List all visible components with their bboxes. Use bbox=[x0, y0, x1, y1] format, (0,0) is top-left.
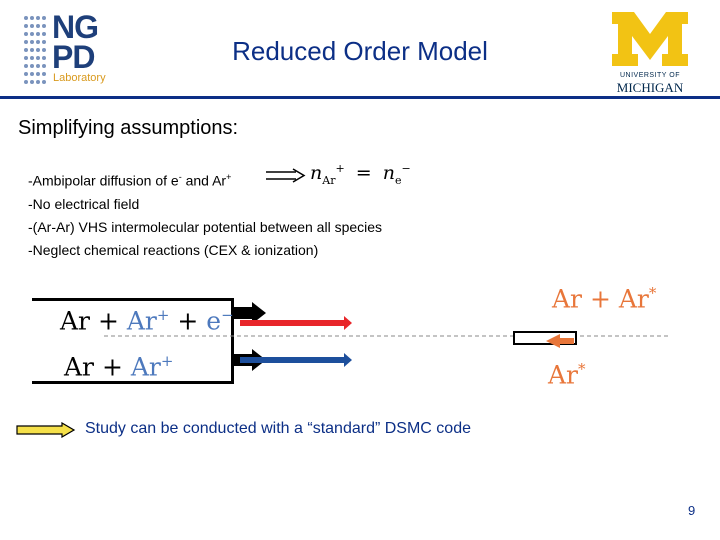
species-equation-ion-electron: Ar + Ar+ + e− bbox=[60, 306, 234, 336]
assumption-item: -No electrical field bbox=[28, 195, 140, 212]
dot-grid-icon bbox=[24, 16, 46, 84]
red-arrow-icon bbox=[240, 316, 352, 330]
blue-arrow-icon bbox=[240, 353, 352, 367]
logo-pd: PD bbox=[52, 39, 95, 75]
species-excited: Ar* bbox=[548, 360, 586, 390]
page-number: 9 bbox=[688, 503, 696, 518]
ngpd-logo: NG PD Laboratory bbox=[22, 9, 118, 90]
header-divider bbox=[0, 96, 720, 99]
page-title: Reduced Order Model bbox=[232, 36, 488, 66]
assumption-item: -(Ar-Ar) VHS intermolecular potential be… bbox=[28, 218, 383, 235]
density-equation: nAr+ = ne− bbox=[310, 162, 411, 187]
block-m-icon bbox=[612, 12, 688, 66]
species-equation-ion: Ar + Ar+ bbox=[64, 352, 174, 382]
black-arrow-icon bbox=[234, 302, 266, 324]
conclusion-text: Study can be conducted with a “standard”… bbox=[85, 420, 471, 437]
assumption-item: -Neglect chemical reactions (CEX & ioniz… bbox=[28, 241, 319, 258]
orange-arrow-icon bbox=[546, 334, 574, 348]
university-logo: UNIVERSITY OF MICHIGAN bbox=[608, 10, 692, 96]
species-box bbox=[32, 298, 234, 384]
logo-ng: NG bbox=[52, 9, 99, 45]
yellow-arrow-icon bbox=[16, 422, 76, 438]
logo-university-of: UNIVERSITY OF bbox=[619, 72, 681, 79]
assumption-list: -Ambipolar diffusion of e- and Ar+ -No e… bbox=[28, 166, 382, 262]
logo-michigan: MICHIGAN bbox=[616, 80, 684, 95]
assumption-item: -Ambipolar diffusion of e- and Ar+ bbox=[28, 172, 232, 189]
section-heading: Simplifying assumptions: bbox=[18, 117, 239, 139]
logo-laboratory: Laboratory bbox=[53, 72, 106, 84]
flow-diagram bbox=[104, 302, 668, 371]
species-equation-excited: Ar + Ar* bbox=[552, 284, 657, 314]
implies-arrow-icon bbox=[266, 168, 306, 183]
